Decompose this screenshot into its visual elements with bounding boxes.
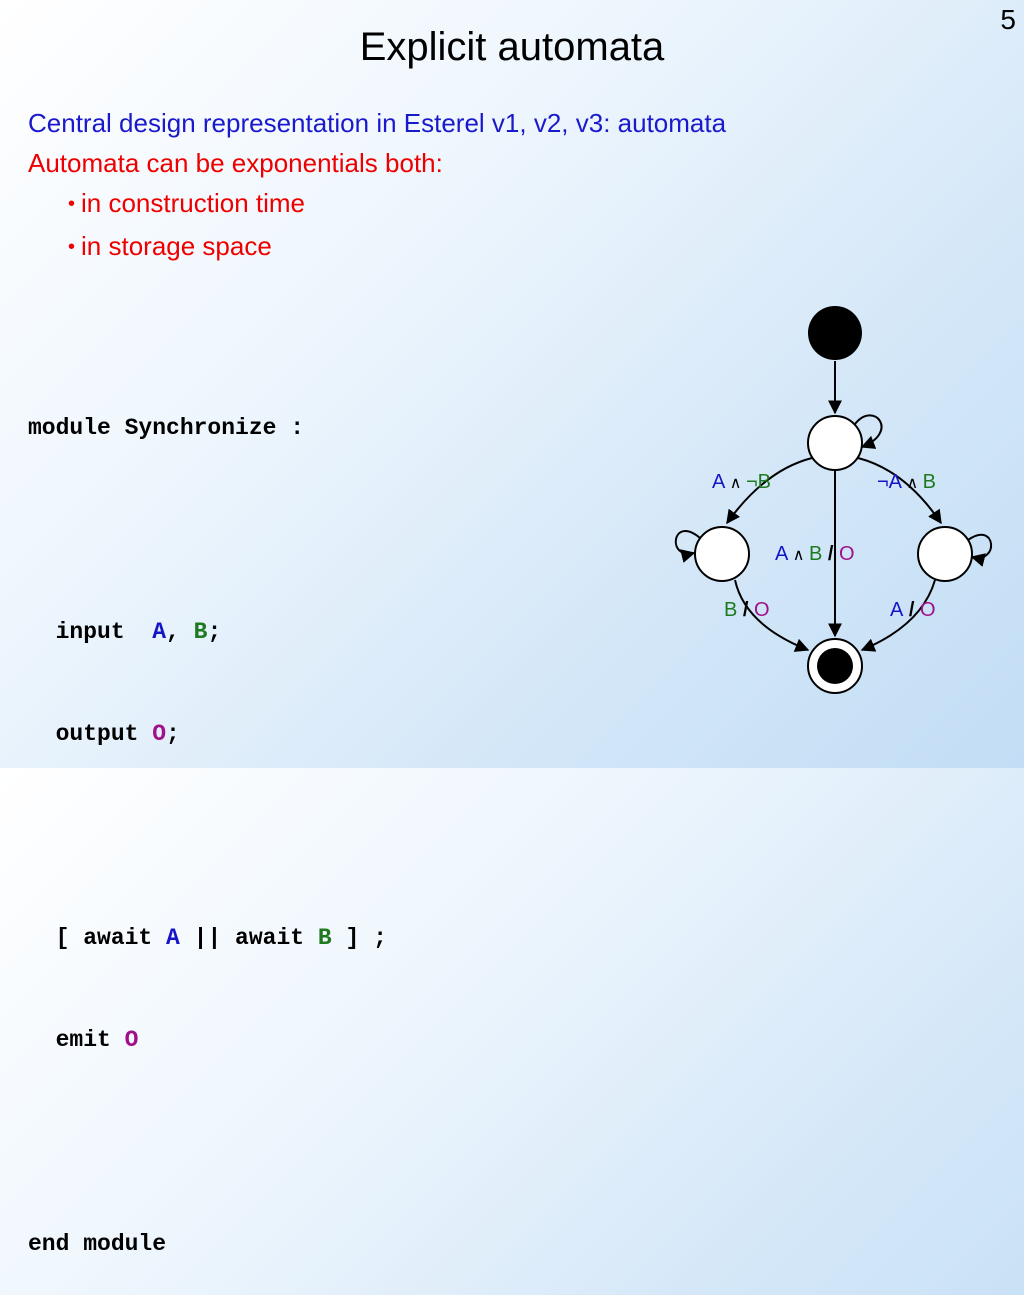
state-left: [694, 526, 750, 582]
code-keyword: emit: [55, 1027, 125, 1053]
transition-start-left-arrow: [726, 457, 813, 525]
signal-o: O: [152, 721, 167, 747]
label-and: ∧: [788, 547, 809, 564]
transition-left-final-arrow: [734, 579, 810, 652]
label-not-a: ¬A: [877, 471, 903, 493]
signal-a: A: [166, 925, 180, 951]
page-number: 5: [1000, 4, 1016, 35]
label-slash: /: [822, 543, 839, 565]
label-signal-o: O: [920, 599, 936, 621]
label-signal-b: B: [923, 471, 936, 493]
label-signal-b: B: [724, 599, 737, 621]
label-and: ∧: [902, 475, 923, 492]
self-loop-start-arrow: [854, 414, 883, 449]
code-emit-line: emit O: [28, 1023, 387, 1057]
signal-b: B: [193, 619, 208, 645]
state-start: [807, 415, 863, 471]
code-end-line: end module: [28, 1231, 167, 1257]
label-slash: /: [903, 599, 920, 621]
self-loop-right-arrow: [967, 533, 993, 567]
transition-start-right-arrow: [857, 457, 942, 525]
label-signal-a: A: [712, 471, 726, 493]
label-signal-a: A: [775, 543, 789, 565]
state-final-inner: [817, 648, 853, 684]
automaton-diagram: A ∧ ¬B ¬A ∧ B A ∧ B / O B / O A / O: [674, 306, 993, 694]
label-signal-b: B: [809, 543, 822, 565]
bullet-text: in storage space: [81, 231, 272, 261]
code-punct: ,: [166, 619, 194, 645]
signal-o: O: [124, 1027, 139, 1053]
code-keyword: output: [55, 721, 153, 747]
self-loop-left-arrow: [674, 530, 701, 563]
initial-state: [808, 306, 862, 360]
label-a-emit-o: A / O: [890, 599, 936, 621]
label-a-and-not-b: A ∧ ¬B: [712, 471, 771, 493]
bullet-dot-icon: •: [68, 236, 76, 258]
label-b-emit-o: B / O: [724, 599, 770, 621]
label-signal-o: O: [839, 543, 855, 565]
slide-title: Explicit automata: [359, 25, 665, 69]
label-a-and-b-emit-o: A ∧ B / O: [775, 543, 855, 565]
code-keyword: input: [55, 619, 153, 645]
label-not-a-and-b: ¬A ∧ B: [877, 471, 936, 493]
code-keyword: [ await: [55, 925, 167, 951]
code-module-line: module Synchronize :: [28, 415, 305, 441]
exponential-line: Automata can be exponentials both:: [28, 148, 443, 178]
bullet-item: •in construction time: [28, 183, 726, 226]
code-output-line: output O;: [28, 717, 387, 751]
code-blank: [28, 1125, 387, 1159]
label-slash: /: [737, 599, 754, 621]
code-blank: [28, 819, 387, 853]
code-punct: ;: [207, 619, 222, 645]
bullet-text: in construction time: [81, 188, 305, 218]
label-signal-a: A: [890, 599, 904, 621]
bullet-list: Central design representation in Esterel…: [28, 103, 726, 269]
label-signal-o: O: [754, 599, 770, 621]
signal-b: B: [317, 925, 332, 951]
transition-right-final-arrow: [860, 579, 936, 652]
label-not-b: ¬B: [746, 471, 771, 493]
signal-a: A: [152, 619, 167, 645]
bullet-item: •in storage space: [28, 226, 726, 269]
bullet-dot-icon: •: [68, 193, 76, 215]
label-and: ∧: [725, 475, 746, 492]
state-right: [917, 526, 973, 582]
code-keyword: || await: [179, 925, 318, 951]
central-line: Central design representation in Esterel…: [28, 108, 727, 138]
code-keyword: ] ;: [331, 925, 387, 951]
code-input-line: input A, B;: [28, 615, 387, 649]
code-punct: ;: [166, 721, 180, 747]
code-await-line: [ await A || await B ] ;: [28, 921, 387, 955]
